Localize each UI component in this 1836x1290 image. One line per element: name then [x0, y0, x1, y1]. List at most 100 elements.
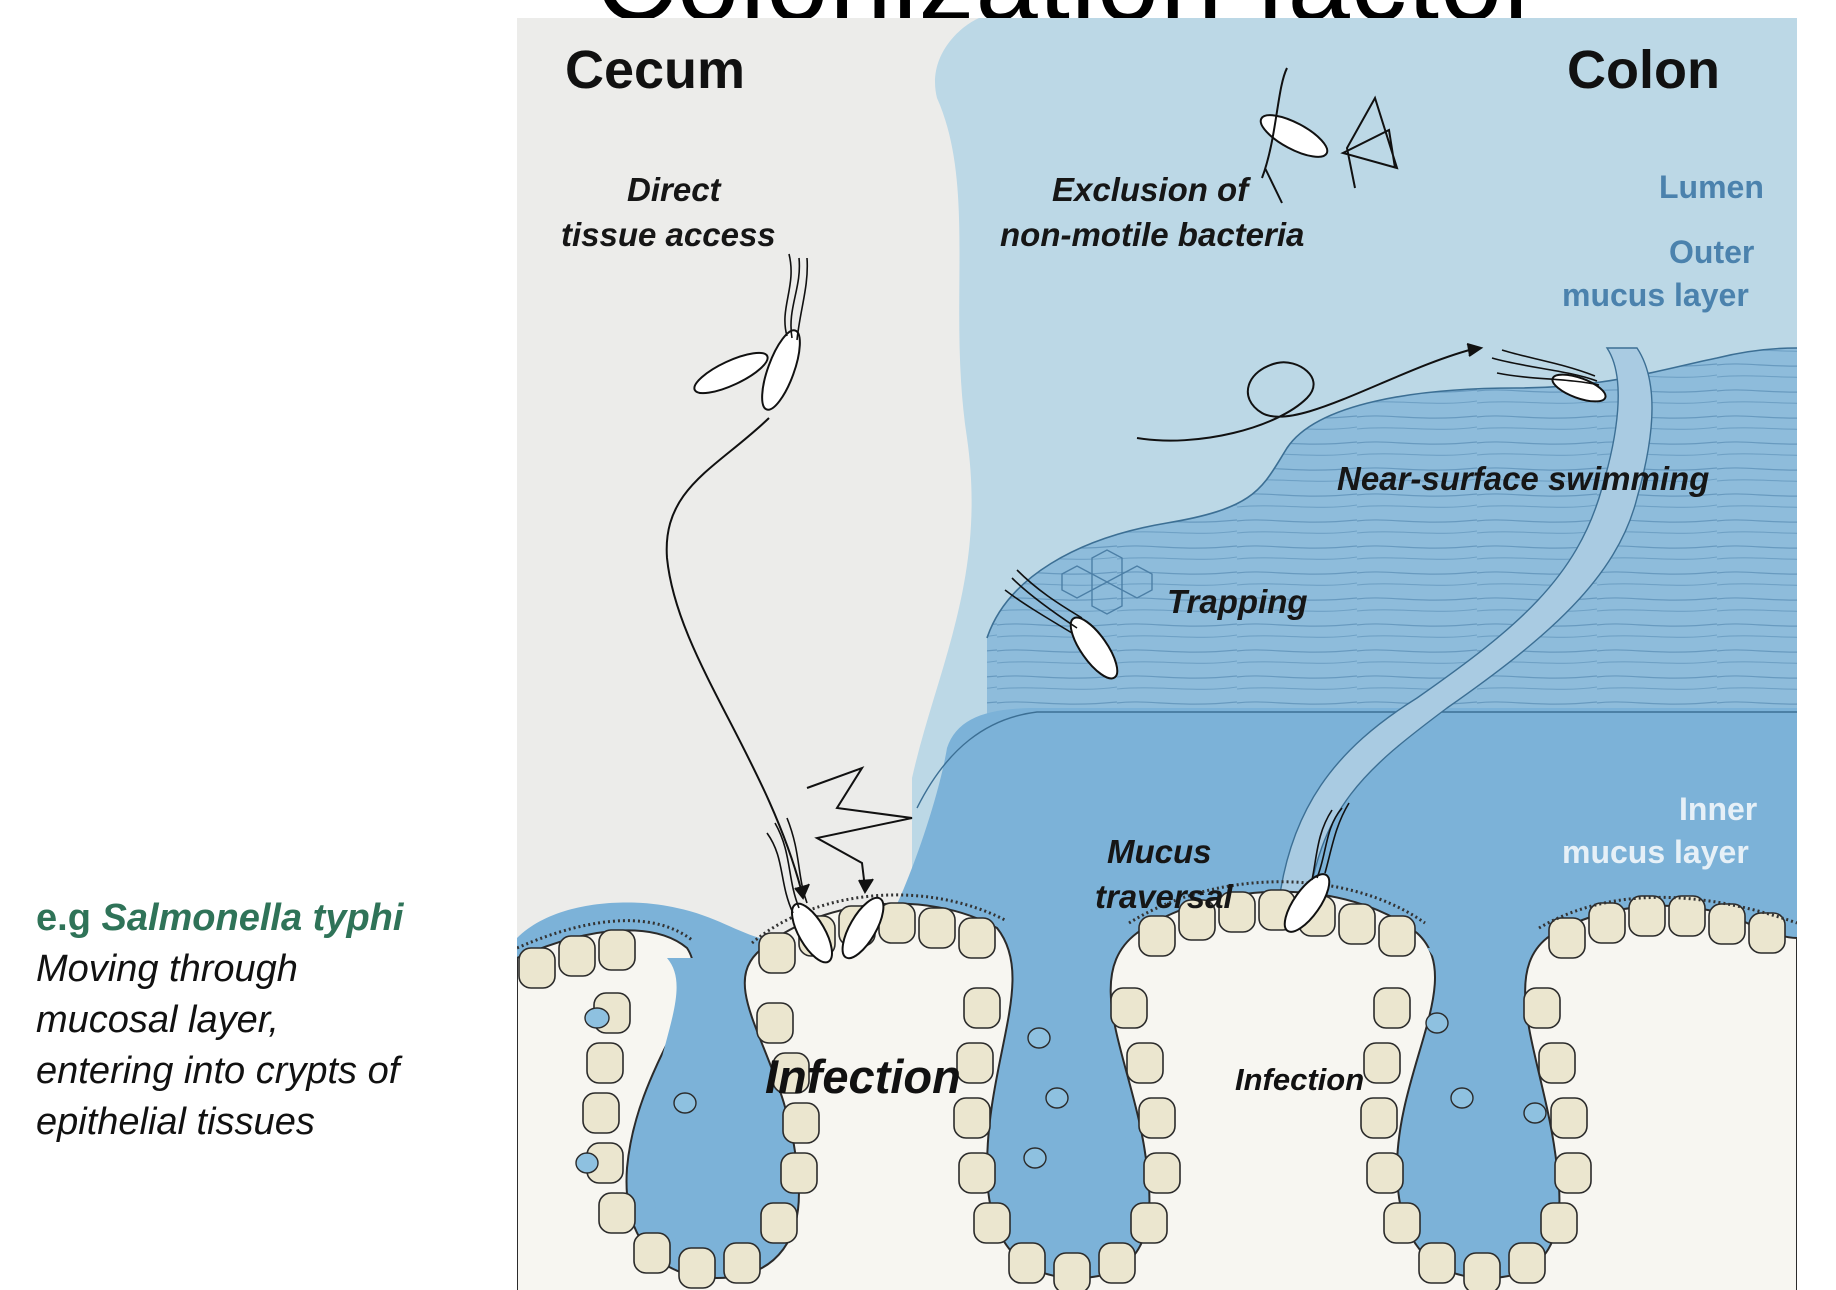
caption-species: Salmonella typhi	[101, 897, 404, 939]
lumen-label: Lumen	[1659, 169, 1764, 205]
epithelial-cell	[958, 917, 996, 959]
epithelial-cell	[1098, 1242, 1136, 1284]
near-surface-label: Near-surface swimming	[1337, 460, 1709, 497]
epithelial-cell	[973, 1202, 1011, 1244]
bacterium-near-surface	[1551, 373, 1607, 403]
epithelial-cell	[1143, 1152, 1181, 1194]
epithelial-cell	[598, 1192, 636, 1234]
epithelial-cell	[598, 929, 636, 971]
epithelial-cell	[1366, 1152, 1404, 1194]
cell-nuclei	[575, 1007, 1547, 1174]
bacterium-nonmotile-colon	[1259, 114, 1329, 158]
caption-prefix: e.g	[36, 897, 102, 939]
example-caption: e.g Salmonella typhi Moving through muco…	[36, 893, 506, 1148]
epithelial-cell	[558, 935, 596, 977]
inner-mucus-label-1: Inner	[1679, 791, 1757, 827]
caption-line-3: entering into crypts of	[36, 1050, 400, 1092]
epithelial-cell	[633, 1232, 671, 1274]
epithelial-cell	[1418, 1242, 1456, 1284]
motion-paths	[665, 67, 1484, 900]
bacterium-infecting-1	[791, 902, 833, 964]
epithelial-cell	[586, 1042, 624, 1084]
epithelial-cell	[760, 1202, 798, 1244]
epithelial-cell	[1463, 1252, 1501, 1290]
exclusion-label-1: Exclusion of	[1052, 171, 1251, 208]
epithelial-cell	[918, 907, 956, 949]
caption-line-1: Moving through	[36, 948, 298, 990]
epithelial-cell	[1373, 987, 1411, 1029]
epithelial-cell	[1338, 903, 1376, 945]
epithelial-cell	[782, 1102, 820, 1144]
exclusion-label-2: non-motile bacteria	[1000, 216, 1304, 253]
epithelial-cell	[518, 947, 556, 989]
epithelial-cell	[1008, 1242, 1046, 1284]
epithelial-cell	[1130, 1202, 1168, 1244]
direct-access-label-1: Direct	[627, 171, 723, 208]
epithelial-cell	[1708, 903, 1746, 945]
epithelial-cell	[1363, 1042, 1401, 1084]
infection-label-cecum: Infection	[765, 1050, 961, 1103]
epithelial-cell	[1178, 899, 1216, 941]
epithelial-cell	[1548, 917, 1586, 959]
direct-access-trajectory	[665, 417, 803, 894]
bacteria	[693, 114, 1607, 964]
epithelial-cell	[1508, 1242, 1546, 1284]
bacterium-traversing	[1283, 873, 1331, 933]
bacterium-infecting-2	[841, 896, 885, 960]
epithelial-cell	[1218, 891, 1256, 933]
outer-mucus-label-1: Outer	[1669, 234, 1754, 270]
epithelial-cell	[1126, 1042, 1164, 1084]
epithelial-cell	[582, 1092, 620, 1134]
epithelial-cell	[1110, 987, 1148, 1029]
epithelial-cell	[678, 1247, 716, 1289]
inner-mucus-label-2: mucus layer	[1562, 834, 1749, 870]
traversal-label-2: traversal	[1095, 878, 1233, 915]
flagella	[766, 253, 1600, 914]
epithelial-cell	[963, 987, 1001, 1029]
tumbling-path-lumen	[1340, 95, 1399, 189]
infection-label-colon: Infection	[1235, 1062, 1364, 1097]
outer-mucus-label-2: mucus layer	[1562, 277, 1749, 313]
epithelial-cell	[878, 902, 916, 944]
epithelial-cells	[518, 889, 1786, 1290]
epithelial-cell	[1523, 987, 1561, 1029]
tumbling-path-cecum	[806, 766, 913, 889]
epithelial-cell	[756, 1002, 794, 1044]
mucin-mesh	[1061, 549, 1153, 615]
bacterium-flagellated-cecum	[761, 329, 801, 411]
caption-example-line: e.g Salmonella typhi	[36, 893, 506, 944]
epithelial-cell	[1138, 1097, 1176, 1139]
epithelial-cell	[1378, 915, 1416, 957]
epithelial-cell	[1628, 895, 1666, 937]
region-label-colon: Colon	[1567, 40, 1720, 100]
swimming-path	[1136, 347, 1478, 442]
epithelial-cell	[1540, 1202, 1578, 1244]
epithelial-cell	[1360, 1097, 1398, 1139]
epithelial-cell	[956, 1042, 994, 1084]
epithelial-cell	[772, 1052, 810, 1094]
epithelial-cell	[953, 1097, 991, 1139]
epithelial-cell	[723, 1242, 761, 1284]
trapping-label: Trapping	[1167, 583, 1308, 620]
epithelial-cell	[1538, 1042, 1576, 1084]
bacterium-trapped	[1069, 616, 1119, 680]
epithelial-cell	[758, 932, 796, 974]
epithelial-cell	[1588, 902, 1626, 944]
epithelial-cell	[958, 1152, 996, 1194]
epithelial-cell	[1668, 895, 1706, 937]
epithelial-cell	[1383, 1202, 1421, 1244]
caption-line-2: mucosal layer,	[36, 999, 279, 1041]
traversal-label-1: Mucus	[1107, 833, 1212, 870]
epithelial-cell	[1554, 1152, 1592, 1194]
direct-access-label-2: tissue access	[561, 216, 776, 253]
caption-line-4: epithelial tissues	[36, 1101, 315, 1143]
epithelial-cell	[1138, 915, 1176, 957]
epithelial-cell	[1053, 1252, 1091, 1290]
epithelial-cell	[1748, 912, 1786, 954]
mucus-colonization-diagram: Cecum Colon Direct tissue access Exclusi…	[517, 18, 1797, 1290]
epithelial-cell	[780, 1152, 818, 1194]
bacterium-nonmotile-cecum	[693, 351, 769, 395]
region-label-cecum: Cecum	[565, 40, 745, 100]
epithelial-cell	[1550, 1097, 1588, 1139]
